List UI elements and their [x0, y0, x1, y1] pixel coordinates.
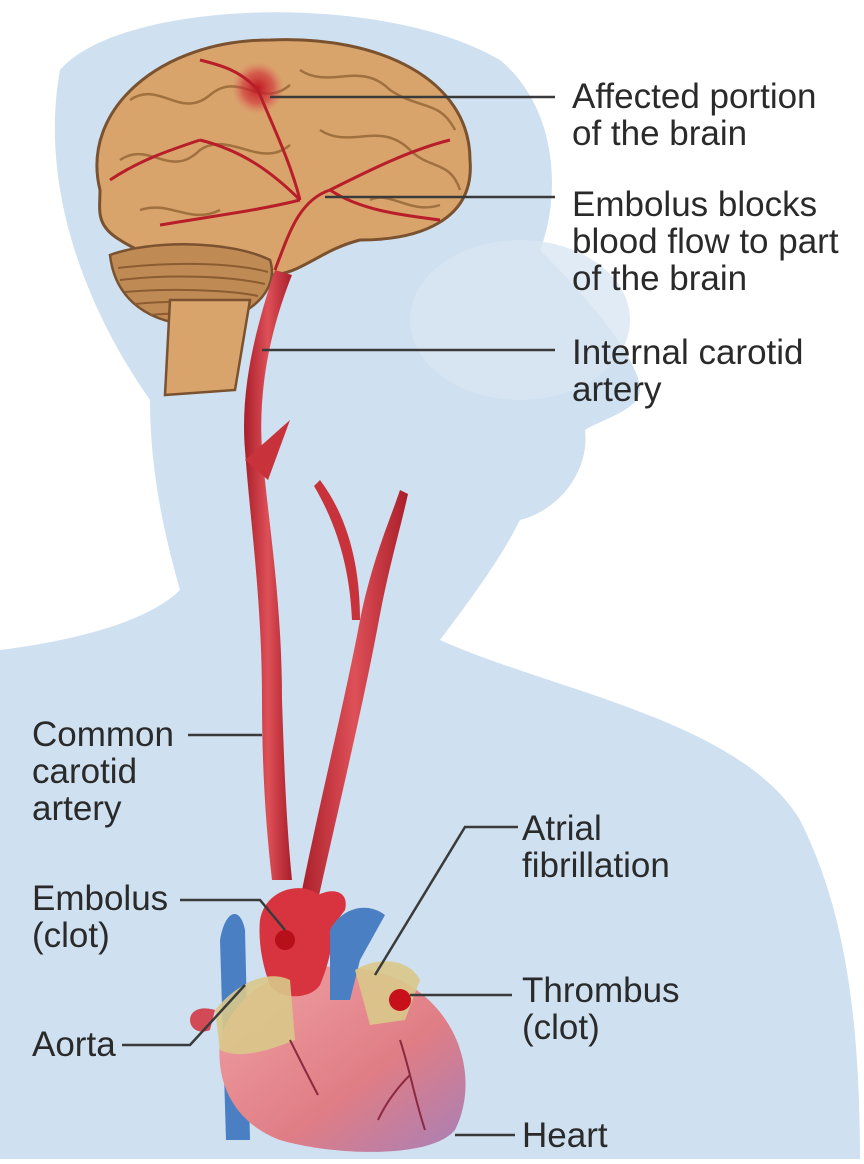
- label-common-carotid-line3: artery: [32, 790, 174, 827]
- label-atrial-fibrillation-line2: fibrillation: [522, 847, 670, 884]
- thrombus-clot: [389, 989, 411, 1011]
- label-affected-brain-line1: Affected portion: [572, 78, 817, 115]
- label-thrombus-clot-line2: (clot): [522, 1009, 680, 1046]
- label-aorta-line1: Aorta: [32, 1026, 116, 1063]
- label-internal-carotid-line1: Internal carotid: [572, 334, 804, 371]
- label-embolus-clot-line2: (clot): [32, 917, 168, 954]
- label-heart-line1: Heart: [522, 1117, 608, 1154]
- label-embolus-clot: Embolus (clot): [32, 880, 168, 954]
- label-internal-carotid-line2: artery: [572, 371, 804, 408]
- label-aorta: Aorta: [32, 1026, 116, 1063]
- label-atrial-fibrillation: Atrial fibrillation: [522, 810, 670, 884]
- label-common-carotid-line2: carotid: [32, 753, 174, 790]
- label-common-carotid-line1: Common: [32, 716, 174, 753]
- label-thrombus-clot-line1: Thrombus: [522, 972, 680, 1009]
- embolus-clot: [275, 930, 295, 950]
- label-embolus-blocks-line1: Embolus blocks: [572, 186, 839, 223]
- label-embolus-blocks-line3: of the brain: [572, 260, 839, 297]
- label-embolus-blocks-line2: blood flow to part: [572, 223, 839, 260]
- label-internal-carotid: Internal carotid artery: [572, 334, 804, 408]
- label-thrombus-clot: Thrombus (clot): [522, 972, 680, 1046]
- label-atrial-fibrillation-line1: Atrial: [522, 810, 670, 847]
- label-heart: Heart: [522, 1117, 608, 1154]
- label-common-carotid: Common carotid artery: [32, 716, 174, 827]
- label-embolus-blocks: Embolus blocks blood flow to part of the…: [572, 186, 839, 297]
- label-embolus-clot-line1: Embolus: [32, 880, 168, 917]
- label-affected-brain: Affected portion of the brain: [572, 78, 817, 152]
- label-affected-brain-line2: of the brain: [572, 115, 817, 152]
